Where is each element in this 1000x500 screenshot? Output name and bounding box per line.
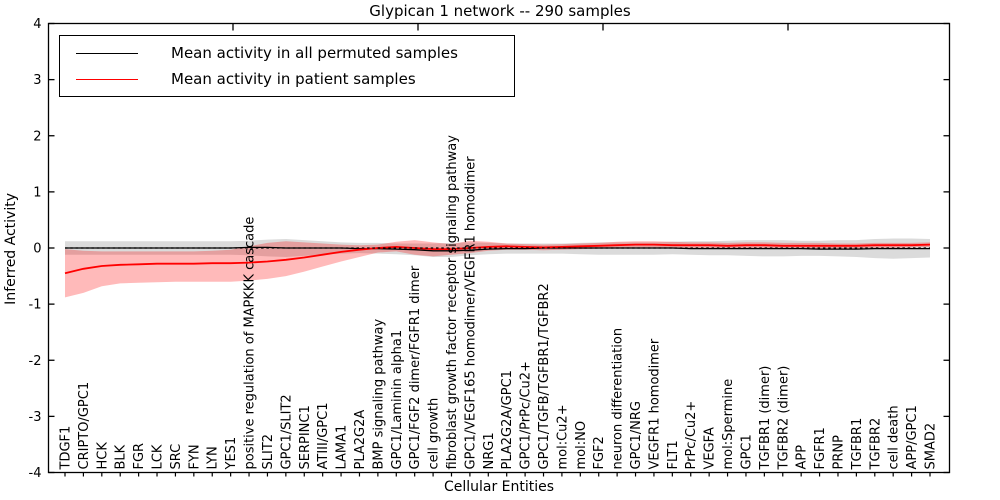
x-tick-label: GPC1/FGF2 dimer/FGFR1 dimer: [408, 265, 423, 469]
chart-title: Glypican 1 network -- 290 samples: [369, 2, 631, 20]
x-tick-label: PLA2G2A: [353, 410, 368, 470]
x-tick-label: neuron differentiation: [611, 328, 626, 470]
x-tick-label: SLIT2: [261, 434, 276, 470]
x-tick-label: PrPc/Cu2+: [684, 401, 699, 470]
x-tick-label: mol:NO: [574, 421, 589, 470]
legend: Mean activity in all permuted samples Me…: [59, 35, 515, 97]
patient-mean-line: [64, 243, 931, 275]
x-tick-label: LYN: [206, 446, 221, 469]
y-tick-label: 3: [33, 73, 41, 88]
y-tick-label: -1: [29, 298, 42, 313]
axes-frame: [47, 22, 951, 474]
x-tick-label: GPC1/VEGF165 homodimer/VEGFR1 homodimer: [463, 156, 478, 470]
legend-label-patient: Mean activity in patient samples: [171, 70, 416, 88]
x-tick-label: FGFR1: [813, 427, 828, 469]
x-tick-label: mol:Spermine: [721, 379, 736, 470]
x-tick-label: LCK: [151, 444, 166, 469]
x-tick-label: cell growth: [427, 398, 442, 470]
legend-entry-patient: Mean activity in patient samples: [76, 70, 514, 88]
x-tick-label: TGFBR2: [868, 418, 883, 471]
x-tick-label: GPC1/NRG: [629, 401, 644, 469]
x-tick-label: BMP signaling pathway: [371, 319, 386, 470]
x-tick-label: GPC1/Laminin alpha1: [390, 330, 405, 470]
legend-entry-permuted: Mean activity in all permuted samples: [76, 44, 514, 62]
patient-band: [65, 240, 930, 298]
x-tick-label: cell death: [887, 405, 902, 469]
black-line-swatch: [76, 52, 138, 54]
x-tick-label: fibroblast growth factor receptor signal…: [445, 135, 460, 470]
x-tick-label: GPC1/TGFB/TGFBR1/TGFBR2: [537, 283, 552, 469]
x-tick-label: YES1: [224, 437, 239, 471]
x-tick-label: HCK: [95, 442, 110, 470]
x-tick-label: SMAD2: [924, 423, 939, 470]
x-tick-label: GPC1/PrPc/Cu2+: [519, 361, 534, 469]
y-axis-label: Inferred Activity: [3, 193, 19, 305]
y-tick-label: 2: [33, 129, 41, 144]
x-tick-label: BLK: [114, 444, 129, 469]
x-tick-label: TGFBR1: [850, 418, 865, 471]
x-tick-label: TGFBR1 (dimer): [758, 366, 773, 471]
x-tick-label: GPC1: [740, 434, 755, 469]
y-tick-label: 0: [33, 242, 41, 257]
x-tick-label: FGF2: [592, 436, 607, 469]
x-tick-label: APP/GPC1: [905, 405, 920, 469]
x-tick-label: TDGF1: [59, 426, 74, 471]
x-tick-label: SERPINC1: [298, 405, 313, 469]
x-tick-label: positive regulation of MAPKKK cascade: [243, 217, 258, 470]
x-tick-label: VEGFR1 homodimer: [647, 338, 662, 469]
y-tick-label: 4: [33, 17, 41, 32]
x-tick-label: SRC: [169, 444, 184, 470]
y-tick-label: -2: [29, 354, 42, 369]
x-tick-label: APP: [795, 445, 810, 470]
x-tick-label: FLT1: [666, 440, 681, 469]
x-tick-label: GPC1/SLIT2: [279, 394, 294, 469]
x-tick-label: FGR: [132, 443, 147, 470]
x-tick-label: ATIII/GPC1: [316, 403, 331, 470]
y-tick-label: -4: [29, 466, 42, 481]
y-tick-label: 1: [33, 185, 41, 200]
x-tick-label: PRNP: [832, 435, 847, 470]
red-line-swatch: [76, 78, 138, 80]
x-axis-label: Cellular Entities: [443, 479, 555, 495]
legend-label-permuted: Mean activity in all permuted samples: [171, 44, 458, 62]
x-tick-label: TGFBR2 (dimer): [776, 366, 791, 471]
x-tick-label: mol:Cu2+: [555, 404, 570, 469]
x-tick-label: CRIPTO/GPC1: [77, 382, 92, 470]
x-tick-label: FYN: [187, 444, 202, 469]
x-tick-label: PLA2G2A/GPC1: [500, 370, 515, 469]
y-tick-label: -3: [29, 410, 42, 425]
x-tick-label: VEGFA: [703, 427, 718, 469]
x-tick-label: NRG1: [482, 432, 497, 469]
x-tick-label: LAMA1: [335, 425, 350, 470]
